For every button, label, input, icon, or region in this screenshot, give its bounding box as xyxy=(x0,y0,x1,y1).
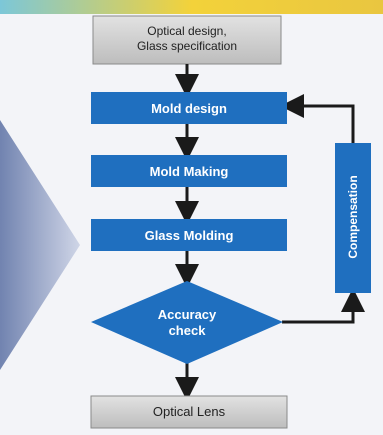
arrow-compensation-to-mold-design xyxy=(280,94,355,143)
accuracy-check-diamond xyxy=(91,281,283,364)
glass-molding-label: Glass Molding xyxy=(144,228,234,243)
optical-lens-label: Optical Lens xyxy=(152,404,226,419)
optical-design-label: Optical design, Glass specification xyxy=(93,24,281,54)
compensation-label: Compensation xyxy=(346,175,360,259)
accuracy-check-label: Accuracy check xyxy=(127,307,247,339)
optical-lens-box xyxy=(90,395,288,429)
optical-design-line1: Optical design, xyxy=(147,24,227,38)
left-decorative-arrow xyxy=(0,120,80,370)
glass-molding-box xyxy=(91,219,287,251)
mold-design-box xyxy=(91,92,287,124)
arrow-accuracy-to-compensation xyxy=(282,288,365,324)
compensation-box xyxy=(335,143,371,293)
top-banner xyxy=(0,0,383,14)
optical-design-line2: Glass specification xyxy=(136,39,238,53)
accuracy-line2: check xyxy=(168,323,206,338)
optical-design-box xyxy=(92,15,282,65)
mold-making-box xyxy=(91,155,287,187)
mold-making-label: Mold Making xyxy=(149,164,229,179)
mold-design-label: Mold design xyxy=(151,101,227,116)
accuracy-line1: Accuracy xyxy=(157,307,217,322)
